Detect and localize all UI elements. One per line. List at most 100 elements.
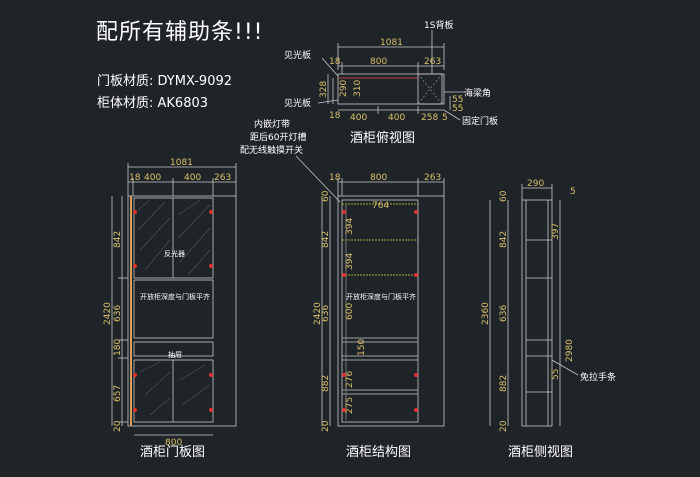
- side-dim-height: 2360: [481, 302, 491, 325]
- structure-markers: [342, 210, 418, 412]
- door-dim-h-a: 842: [113, 231, 123, 248]
- label-pull: 免拉手条: [580, 371, 616, 383]
- top-view-side-dim-text: 328 290 310: [319, 80, 363, 98]
- hinge-marker: [342, 408, 346, 412]
- hinge-marker: [342, 273, 346, 277]
- dim-top-mid: 800: [370, 57, 387, 67]
- dim-right-b: 55: [452, 104, 463, 114]
- door-dim-overall: 1081: [170, 158, 193, 168]
- side-view-title: 酒柜侧视图: [508, 445, 573, 460]
- door-dim-height: 2420: [103, 302, 113, 325]
- dim-left-small: 18: [329, 111, 341, 121]
- hinge-marker: [414, 210, 418, 214]
- dim-top-left: 18: [329, 57, 341, 67]
- annotation-led-distance: 距后60开灯槽: [250, 131, 306, 143]
- door-labels: 反光器 开放柜深度与门板平齐 抽屉: [140, 249, 210, 359]
- hinge-marker: [342, 210, 346, 214]
- structure-dim-s4: 150: [357, 339, 367, 356]
- door-view: [111, 163, 237, 436]
- hinge-marker: [133, 408, 137, 412]
- lower-glass-hatch: [139, 361, 211, 416]
- dim-bottom-d: 5: [442, 113, 448, 123]
- hinge-marker: [133, 373, 137, 377]
- structure-dim-text: 18 800 263 764: [329, 173, 441, 211]
- top-view-title: 酒柜俯视图: [350, 130, 415, 146]
- annotation-leader: [295, 155, 341, 203]
- structure-dim-s5: 276: [345, 371, 355, 388]
- side-vertical-dim-text: 2360 60 842 636 882 20 397 2980 55: [481, 190, 575, 432]
- dim-bottom-c: 258: [421, 113, 438, 123]
- structure-dim-w-a: 18: [329, 173, 341, 183]
- label-mirror: 反光器: [164, 249, 185, 258]
- door-cabinet-outline: [127, 195, 237, 427]
- side-dim-h-c: 882: [499, 375, 509, 392]
- side-view: [489, 184, 579, 427]
- dim-top-right: 263: [424, 57, 441, 67]
- side-outline: [521, 199, 553, 427]
- door-dim-w-c: 400: [184, 173, 201, 183]
- dim-side-c: 310: [353, 80, 363, 97]
- hatch-line: [417, 73, 443, 105]
- dim-right-a: 55: [452, 95, 463, 105]
- structure-dim-s1: 394: [345, 218, 355, 235]
- structure-inner: [341, 199, 419, 423]
- label-drawer: 抽屉: [168, 350, 182, 359]
- top-view-outline: [337, 73, 445, 105]
- top-view-labels: 1S背板 见光板 见光板 海梁角 固定门板: [284, 19, 498, 127]
- door-dim-w-a: 18: [129, 173, 141, 183]
- dim-side-b: 290: [339, 80, 349, 97]
- label-fixed-door: 固定门板: [462, 115, 498, 127]
- door-dim-h-d: 657: [113, 385, 123, 402]
- cabinet-material-label: 柜体材质: AK6803: [97, 96, 209, 111]
- dim-bottom-a: 400: [350, 113, 367, 123]
- label-visible-panel-bottom: 见光板: [284, 97, 311, 109]
- side-dim-h-b: 636: [499, 305, 509, 322]
- leader-line: [317, 99, 339, 104]
- structure-label-open-flush: 开放柜深度与门板平齐: [346, 292, 416, 301]
- structure-view-title: 酒柜结构图: [346, 445, 411, 460]
- lower-door-frame: [133, 359, 214, 423]
- door-dim-w-d: 263: [214, 173, 231, 183]
- door-dim-w-b: 400: [144, 173, 161, 183]
- leader-line: [321, 57, 339, 77]
- hinge-marker: [414, 408, 418, 412]
- dim-side-a: 328: [319, 81, 329, 98]
- drawer-front: [133, 341, 214, 357]
- structure-dim-w-c: 263: [424, 173, 441, 183]
- structure-vertical-dim-text: 2420 60 842 636 882 20 394 394 600 150 2…: [313, 190, 367, 432]
- side-cabinet-block: [417, 73, 443, 105]
- structure-dim-s2: 394: [345, 253, 355, 270]
- structure-dim-top: 60: [321, 190, 331, 202]
- door-vertical-dim-text: 2420 842 636 180 657 20: [103, 231, 123, 432]
- hinge-marker: [209, 210, 213, 214]
- structure-dim-h-c: 882: [321, 375, 331, 392]
- door-material-label: 门板材质: DYMX-9092: [97, 74, 233, 89]
- hinge-marker: [209, 264, 213, 268]
- side-dim-h-d: 20: [499, 420, 509, 432]
- structure-dim-inner: 764: [372, 201, 389, 211]
- hinge-marker: [342, 373, 346, 377]
- top-view-dim-text: 1081 18 800 263 400 400 258 5 18 55 55: [329, 38, 463, 123]
- annotation-led-strip: 内嵌灯带: [254, 118, 290, 130]
- door-dim-bottom: 800: [165, 438, 182, 448]
- side-dim-width: 290: [527, 179, 544, 189]
- door-dim-h-b: 636: [113, 305, 123, 322]
- dim-bottom-b: 400: [388, 113, 405, 123]
- open-shelf-area: [133, 279, 214, 339]
- structure-view: [321, 178, 445, 427]
- door-view-title: 酒柜门板图: [140, 445, 205, 460]
- door-dim-h-c: 180: [113, 339, 123, 356]
- side-dim-r-b: 2980: [565, 339, 575, 362]
- structure-dim-height: 2420: [313, 302, 323, 325]
- structure-dim-h-b: 636: [321, 305, 331, 322]
- door-dim-text: 1081 18 400 400 263 800: [129, 158, 231, 448]
- structure-dim-h-d: 20: [321, 420, 331, 432]
- label-skirting: 海梁角: [464, 87, 491, 99]
- upper-glass-frame: [133, 197, 214, 279]
- hinge-marker: [133, 264, 137, 268]
- label-open-flush: 开放柜深度与门板平齐: [140, 292, 210, 301]
- hinge-marker: [133, 210, 137, 214]
- structure-outline: [337, 195, 445, 427]
- glass-hatch: [137, 199, 211, 276]
